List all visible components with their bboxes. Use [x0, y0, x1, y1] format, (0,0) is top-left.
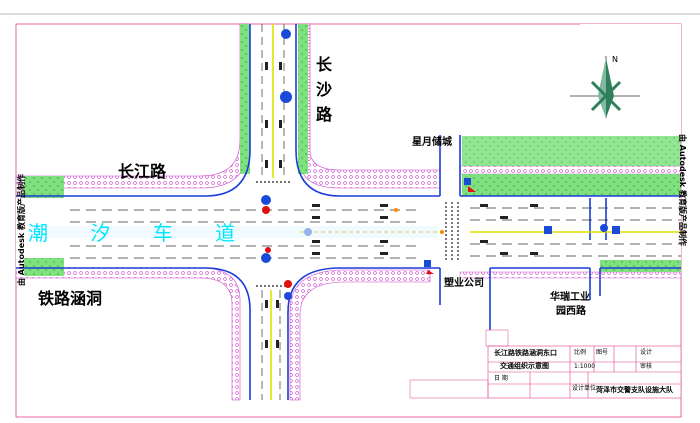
title-line1: 长江路铁路涵洞东口: [494, 348, 557, 357]
label-changsha-road-2: 沙: [316, 80, 332, 99]
title-line2: 交通组织示意图: [500, 361, 549, 370]
scale-label: 比例: [574, 348, 586, 356]
curb-lines: [16, 24, 681, 400]
design-label: 设计: [640, 348, 652, 356]
sidewalk-bottom-mid: [289, 269, 431, 401]
north-arrow-icon: N: [570, 55, 640, 118]
green-belt-right-top: [462, 174, 681, 196]
green-belt-left-bottom: [24, 258, 64, 276]
scale-value: 1:1000: [574, 363, 595, 370]
title-block: [487, 345, 682, 399]
label-tide-lane: 潮 汐 车 道: [28, 221, 253, 245]
arrow-markings: [265, 62, 538, 348]
label-railway-culvert: 铁路涵洞: [38, 289, 102, 308]
green-belt-left-top: [24, 176, 64, 198]
green-belt-changsha-right: [298, 24, 308, 174]
green-belt-right-bottom: [600, 260, 681, 272]
label-changsha-road-1: 长: [316, 55, 333, 74]
tide-lane-strip: [28, 226, 438, 238]
label-suye-company: 塑业公司: [444, 276, 484, 289]
green-belt-changsha-left: [240, 24, 250, 174]
drawing-no-label: 图号: [596, 349, 608, 356]
label-changsha-road-3: 路: [316, 105, 333, 124]
review-label: 审核: [640, 362, 652, 370]
unit-value: 菏泽市交警支队设施大队: [596, 385, 674, 394]
lane-markings: [70, 24, 681, 400]
label-xingyue-city: 星月储城: [412, 135, 452, 148]
sidewalk-bottom-left: [15, 267, 241, 401]
label-huarui-line1: 华瑞工业: [550, 290, 590, 303]
side-note-left: 由 Autodesk 教育版产品制作: [16, 174, 26, 286]
date-label: 日 期: [494, 374, 508, 382]
label-huarui-line2: 园西路: [556, 304, 587, 317]
side-note-right: 由 Autodesk 教育版产品制作: [678, 134, 688, 246]
unit-label: 设计单位: [572, 384, 596, 392]
label-changjiang-road: 长江路: [118, 162, 167, 181]
north-label: N: [612, 55, 618, 64]
